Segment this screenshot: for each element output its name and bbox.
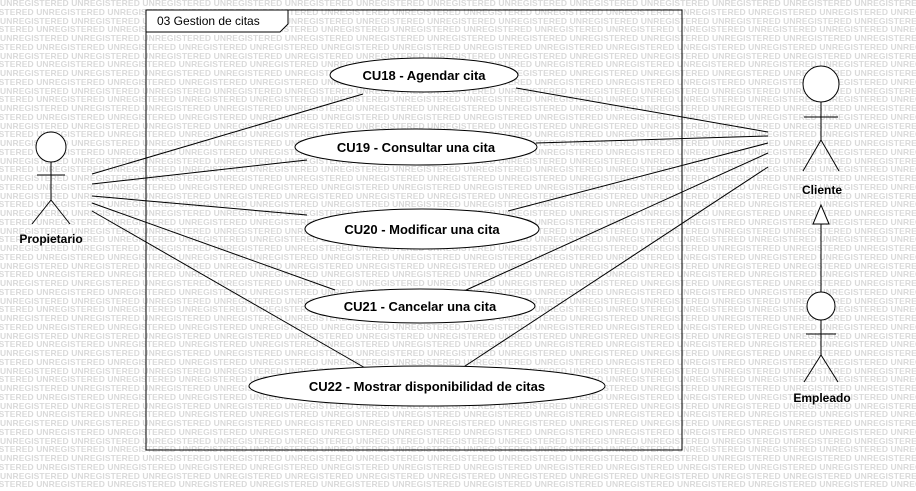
actor-propietario[interactable]: Propietario <box>19 131 83 246</box>
system-boundary[interactable]: 03 Gestion de citas <box>145 9 683 451</box>
stick-figure-icon <box>802 65 840 172</box>
generalization-arrowhead <box>812 203 830 225</box>
association-cliente-cu18[interactable] <box>515 87 769 133</box>
associations-propietario <box>91 93 368 370</box>
frame-title: 03 Gestion de citas <box>157 14 260 28</box>
association-cliente-cu19[interactable] <box>535 135 769 144</box>
associations-cliente <box>458 87 769 371</box>
use-case-label: CU21 - Cancelar una cita <box>344 299 497 314</box>
use-case-label: CU22 - Mostrar disponibilidad de citas <box>309 379 545 394</box>
use-case-cu20[interactable]: CU20 - Modificar una cita <box>304 208 540 250</box>
use-case-cu22[interactable]: CU22 - Mostrar disponibilidad de citas <box>248 365 606 407</box>
association-propietario-cu22[interactable] <box>91 210 368 370</box>
use-case-label: CU20 - Modificar una cita <box>344 222 500 237</box>
use-case-cu18[interactable]: CU18 - Agendar cita <box>329 57 519 93</box>
association-cliente-cu20[interactable] <box>507 142 769 212</box>
frame-title-tab <box>145 9 289 33</box>
use-case-label: CU18 - Agendar cita <box>362 68 486 83</box>
association-cliente-cu21[interactable] <box>463 152 769 292</box>
association-propietario-cu21[interactable] <box>91 202 336 291</box>
use-case-label: CU19 - Consultar una cita <box>337 140 496 155</box>
actor-label: Empleado <box>793 391 850 405</box>
use-case-cu21[interactable]: CU21 - Cancelar una cita <box>304 288 536 324</box>
actor-label: Cliente <box>802 183 842 197</box>
association-propietario-cu19[interactable] <box>91 159 308 185</box>
stick-figure-icon <box>31 131 71 225</box>
association-propietario-cu18[interactable] <box>91 93 364 175</box>
actor-label: Propietario <box>19 232 82 246</box>
association-propietario-cu20[interactable] <box>91 195 308 216</box>
association-cliente-cu22[interactable] <box>458 166 769 371</box>
stick-figure-icon <box>803 291 839 383</box>
actor-cliente[interactable]: Cliente <box>802 65 842 197</box>
actor-empleado[interactable]: Empleado <box>793 291 851 405</box>
generalization-empleado-cliente[interactable] <box>812 203 830 292</box>
use-case-cu19[interactable]: CU19 - Consultar una cita <box>294 128 538 166</box>
